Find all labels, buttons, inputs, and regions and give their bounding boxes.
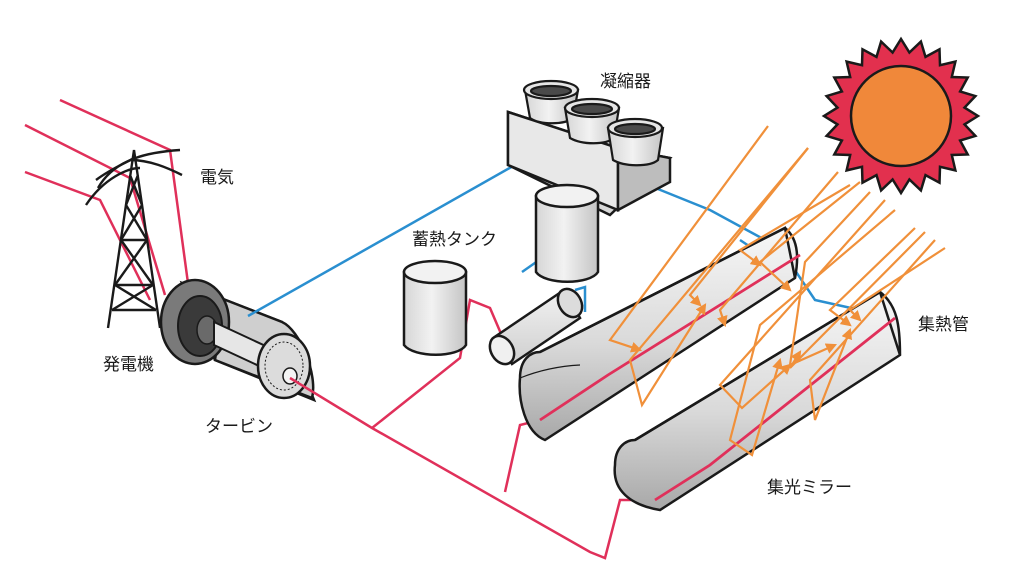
label-generator: 発電機	[103, 355, 154, 375]
receiver-tubes	[539, 253, 896, 502]
label-collector-mirror: 集光ミラー	[767, 478, 852, 498]
label-turbine: タービン	[205, 417, 273, 437]
label-condenser: 凝縮器	[600, 72, 651, 92]
power-lines	[24, 98, 192, 301]
storage-tanks	[402, 183, 600, 366]
label-receiver-tube: 集熱管	[918, 315, 969, 335]
generator-turbine-unit	[159, 278, 317, 403]
label-electricity: 電気	[200, 168, 234, 188]
condenser	[506, 79, 673, 217]
transmission-tower-icon	[85, 148, 183, 329]
sun-icon	[821, 36, 981, 196]
label-storage-tank: 蓄熱タンク	[412, 230, 497, 250]
sun-rays	[608, 125, 946, 457]
